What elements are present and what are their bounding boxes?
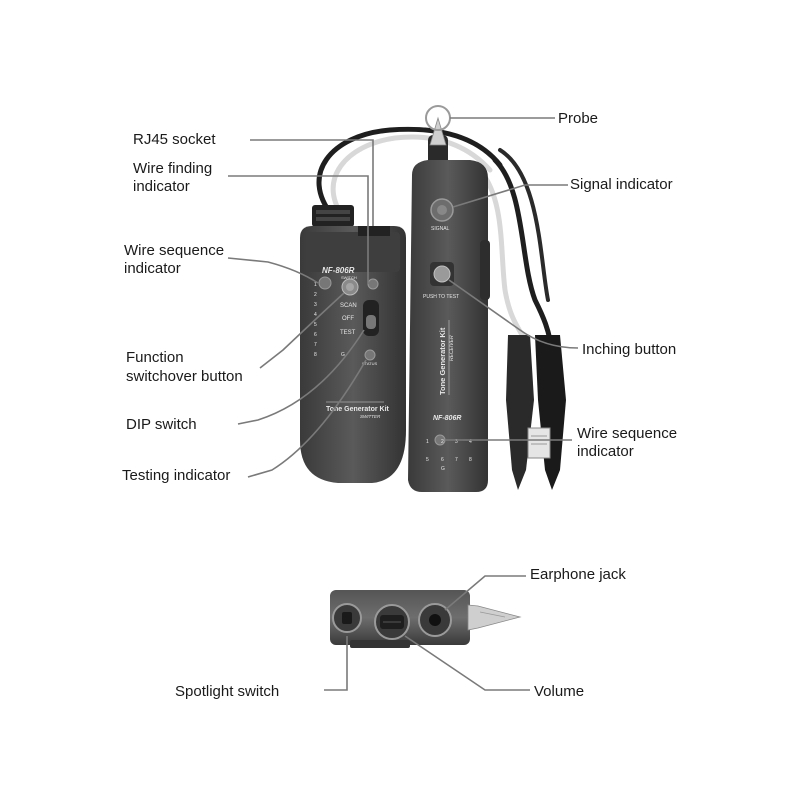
svg-text:4: 4 xyxy=(469,439,472,445)
label-inching-button: Inching button xyxy=(582,341,677,358)
svg-text:2: 2 xyxy=(441,439,444,445)
off-label: OFF xyxy=(342,316,354,322)
receiver-kit-sub: RECEIVER xyxy=(449,335,455,361)
inching-button[interactable] xyxy=(433,265,451,283)
svg-text:8: 8 xyxy=(469,457,472,463)
signal-label: SIGNAL xyxy=(431,226,450,232)
leader-lines xyxy=(227,105,579,691)
label-testing-indicator: Testing indicator xyxy=(122,467,231,484)
label-wire-sequence-left-line2: indicator xyxy=(124,260,181,277)
switch-label: SWITCH xyxy=(341,275,357,280)
svg-text:3: 3 xyxy=(455,439,458,445)
label-wire-sequence-right-line1: Wire sequence xyxy=(577,425,678,442)
svg-text:7: 7 xyxy=(455,457,458,463)
label-wire-sequence-left-line1: Wire sequence xyxy=(124,242,225,259)
label-signal-indicator: Signal indicator xyxy=(570,176,673,193)
receiver-model: NF-806R xyxy=(433,415,461,422)
label-probe: Probe xyxy=(558,110,599,127)
transmitter-device: NF-806R 1 2 3 4 5 6 7 8 G SWITCH SCAN OF… xyxy=(300,205,406,483)
receiver-side-view xyxy=(330,590,522,648)
transmitter-kit-name: Tone Generator Kit xyxy=(326,406,390,413)
status-label: STATUS xyxy=(362,361,378,366)
label-wire-finding-line1: Wire finding xyxy=(133,160,213,177)
svg-text:1: 1 xyxy=(426,439,429,445)
label-function-line2: switchover button xyxy=(126,368,243,385)
svg-text:1: 1 xyxy=(314,282,317,288)
svg-text:6: 6 xyxy=(314,332,317,338)
receiver-device: SIGNAL PUSH TO TEST Tone Generator Kit R… xyxy=(408,116,490,492)
svg-text:5: 5 xyxy=(426,457,429,463)
testing-indicator xyxy=(364,349,376,361)
transmitter-model: NF-806R xyxy=(322,266,355,275)
svg-text:G: G xyxy=(441,466,445,472)
wire-finding-indicator xyxy=(367,278,379,290)
svg-text:8: 8 xyxy=(314,352,317,358)
label-wire-finding-line2: indicator xyxy=(133,178,190,195)
receiver-kit-name: Tone Generator Kit xyxy=(438,327,447,395)
label-function-line1: Function xyxy=(126,349,184,366)
svg-text:7: 7 xyxy=(314,342,317,348)
transmitter-pin-labels: 1 2 3 4 5 6 7 8 G xyxy=(314,282,345,358)
label-earphone-jack: Earphone jack xyxy=(530,566,626,583)
test-label: TEST xyxy=(340,330,356,336)
svg-text:4: 4 xyxy=(314,312,317,318)
label-spotlight-switch: Spotlight switch xyxy=(175,683,280,700)
label-wire-sequence-right-line2: indicator xyxy=(577,443,634,460)
transmitter-kit-sub: SWITTER xyxy=(360,414,381,419)
push-to-test-label: PUSH TO TEST xyxy=(423,294,459,300)
svg-text:G: G xyxy=(341,352,345,358)
alligator-clips xyxy=(506,335,566,490)
label-volume: Volume xyxy=(534,683,585,700)
cables xyxy=(316,126,553,348)
svg-text:6: 6 xyxy=(441,457,444,463)
svg-text:3: 3 xyxy=(314,302,317,308)
wire-sequence-indicator-left xyxy=(318,276,332,290)
label-dip-switch: DIP switch xyxy=(126,416,197,433)
svg-text:5: 5 xyxy=(314,322,317,328)
label-rj45-socket: RJ45 socket xyxy=(133,131,216,148)
scan-label: SCAN xyxy=(340,303,357,309)
svg-text:2: 2 xyxy=(314,292,317,298)
